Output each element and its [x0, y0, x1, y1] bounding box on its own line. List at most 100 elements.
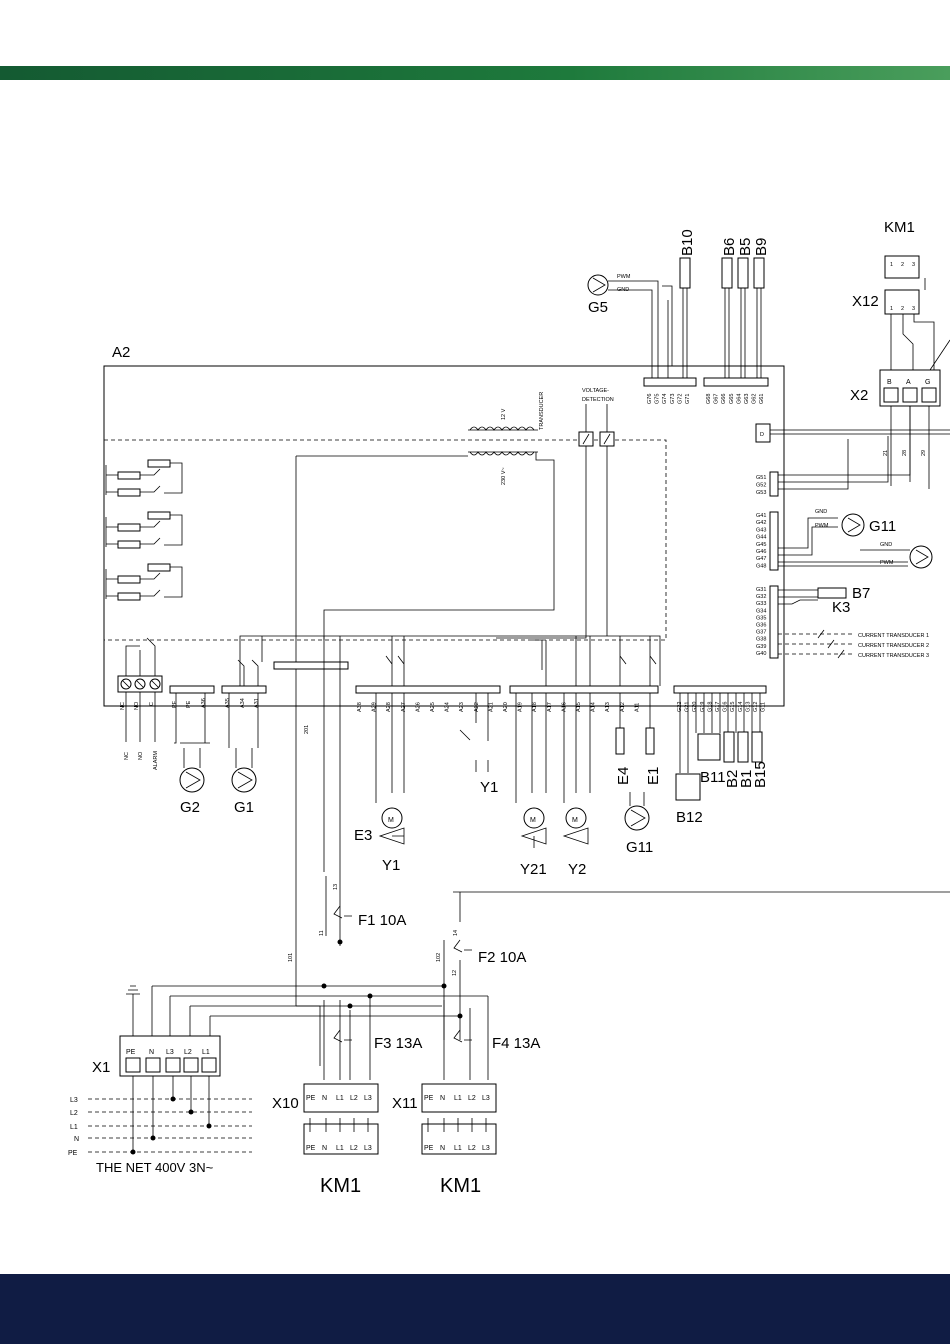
wire-13: 13 [333, 884, 339, 890]
km1-right-connector [421, 1123, 497, 1155]
term-g45: G45 [756, 542, 766, 548]
km1-pin-3: 3 [912, 262, 915, 268]
wire-201: 201 [304, 725, 310, 734]
valve-y1: M E3 Y1 [354, 636, 405, 874]
alarm-terminal-block: NC NO C NC NO ALARM [117, 637, 163, 770]
board-a2-outline [103, 365, 785, 707]
term-g11: G11 [761, 702, 767, 712]
km1-right-pin-n: N [440, 1145, 445, 1152]
d-connector-label: D [760, 432, 764, 438]
term-a23: A23 [459, 702, 465, 712]
gnd-label-g5: GND [617, 287, 629, 293]
km1-right-pin-l3: L3 [482, 1145, 490, 1152]
svg-text:29: 29 [921, 450, 927, 456]
x1-pin-l3: L3 [166, 1049, 174, 1056]
term-a17: A17 [547, 702, 553, 712]
term-g66: G66 [721, 394, 727, 404]
km1-left-connector [303, 1123, 379, 1155]
board-a2-inner-dashed [103, 439, 667, 641]
term-g35: G35 [756, 615, 766, 621]
term-a22: A22 [474, 702, 480, 712]
relay-alarm-out: ALARM [153, 751, 159, 770]
x11-pin-n: N [440, 1095, 445, 1102]
term-g31: G31 [756, 587, 766, 593]
b1-label: B1 [738, 770, 755, 788]
x10-connector [303, 1083, 379, 1113]
term-a28: A28 [386, 702, 392, 712]
term-g71: G71 [685, 394, 691, 404]
pump-g5: PWM GND G5 [587, 274, 673, 378]
x1-pin-l1: L1 [202, 1049, 210, 1056]
term-g44: G44 [756, 535, 766, 541]
breaker-f4: F4 13A [443, 996, 540, 1080]
pump-g2-label: G2 [180, 799, 200, 816]
wire-12: 12 [452, 970, 458, 976]
km1-left-pin-l3: L3 [364, 1145, 372, 1152]
term-g46: G46 [756, 549, 766, 555]
term-g17: G17 [715, 702, 721, 712]
term-g65: G65 [729, 394, 735, 404]
km1-pin-2: 2 [901, 262, 904, 268]
f1-label: F1 10A [358, 912, 406, 929]
km1-pin-1: 1 [890, 262, 893, 268]
relay-nc-out: NC [124, 752, 130, 760]
breaker-f1: F1 10A [333, 905, 406, 945]
term-a38: A38 [357, 702, 363, 712]
current-transducer-1: CURRENT TRANSDUCER 1 [858, 633, 929, 639]
sensors-b12-b11-b2-b1-b15: B12 B11 B2 B1 B15 [675, 693, 769, 826]
f4-label: F4 13A [492, 1035, 540, 1052]
x11-connector [421, 1083, 497, 1113]
b6-label: B6 [721, 238, 738, 256]
g11-right-label: G11 [869, 518, 896, 535]
g6x-terminal-row [703, 377, 769, 387]
term-g51: G51 [756, 475, 766, 481]
term-g41: G41 [756, 513, 766, 519]
relay-nc-label: NC [120, 702, 126, 710]
y1-valve-label: Y1 [382, 857, 400, 874]
x1-pins: PE N L3 L2 L1 [125, 1049, 217, 1073]
term-g64: G64 [736, 394, 742, 404]
term-pe: PE [186, 700, 192, 708]
current-transducers: CURRENT TRANSDUCER 1 CURRENT TRANSDUCER … [778, 629, 929, 659]
term-g37: G37 [756, 630, 766, 636]
e3-label: E3 [354, 827, 372, 844]
km1-left-pin-pe: PE [306, 1145, 316, 1152]
e1-label: E1 [645, 767, 662, 785]
km1-left-label: KM1 [320, 1175, 361, 1197]
term-g39: G39 [756, 644, 766, 650]
term-g16: G16 [723, 702, 729, 712]
term-a31: A31 [254, 698, 260, 708]
footer-navy-band [0, 1274, 950, 1344]
transducer-label: TRANSDUCER [539, 392, 545, 430]
wire-102: 102 [436, 953, 442, 962]
x11-pin-pe: PE [424, 1095, 434, 1102]
term-g73: G73 [670, 394, 676, 404]
km1-right-label: KM1 [440, 1175, 481, 1197]
x2-pin-b: B [887, 379, 892, 386]
term-g43: G43 [756, 527, 766, 533]
x10-pins: PE N L1 L2 L3 [306, 1095, 372, 1102]
x12-label: X12 [852, 293, 879, 310]
x10-label: X10 [272, 1095, 299, 1112]
b2-label: B2 [724, 770, 741, 788]
term-g12: G12 [753, 702, 759, 712]
term-g62: G62 [752, 394, 758, 404]
km1-left-pin-n: N [322, 1145, 327, 1152]
f2-label: F2 10A [478, 949, 526, 966]
x2-pin-a: A [906, 379, 911, 386]
term-g33: G33 [756, 601, 766, 607]
term-g19: G19 [700, 702, 706, 712]
svg-text:M: M [572, 817, 578, 824]
current-transducer-2: CURRENT TRANSDUCER 2 [858, 643, 929, 649]
net-lines: L3 L2 L1 N PE THE NET 400V 3N~ [68, 1097, 252, 1175]
x1-pin-pe: PE [126, 1049, 136, 1056]
wire-14: 14 [453, 930, 459, 936]
g11-bottom-label: G11 [626, 839, 653, 856]
term-g47: G47 [756, 556, 766, 562]
term-a11: A11 [634, 703, 640, 712]
relay-no-out: NO [138, 751, 144, 760]
pwm-label-2: PWM [880, 560, 894, 566]
a-terminal-row [355, 685, 659, 694]
term-g61: G61 [759, 394, 765, 404]
